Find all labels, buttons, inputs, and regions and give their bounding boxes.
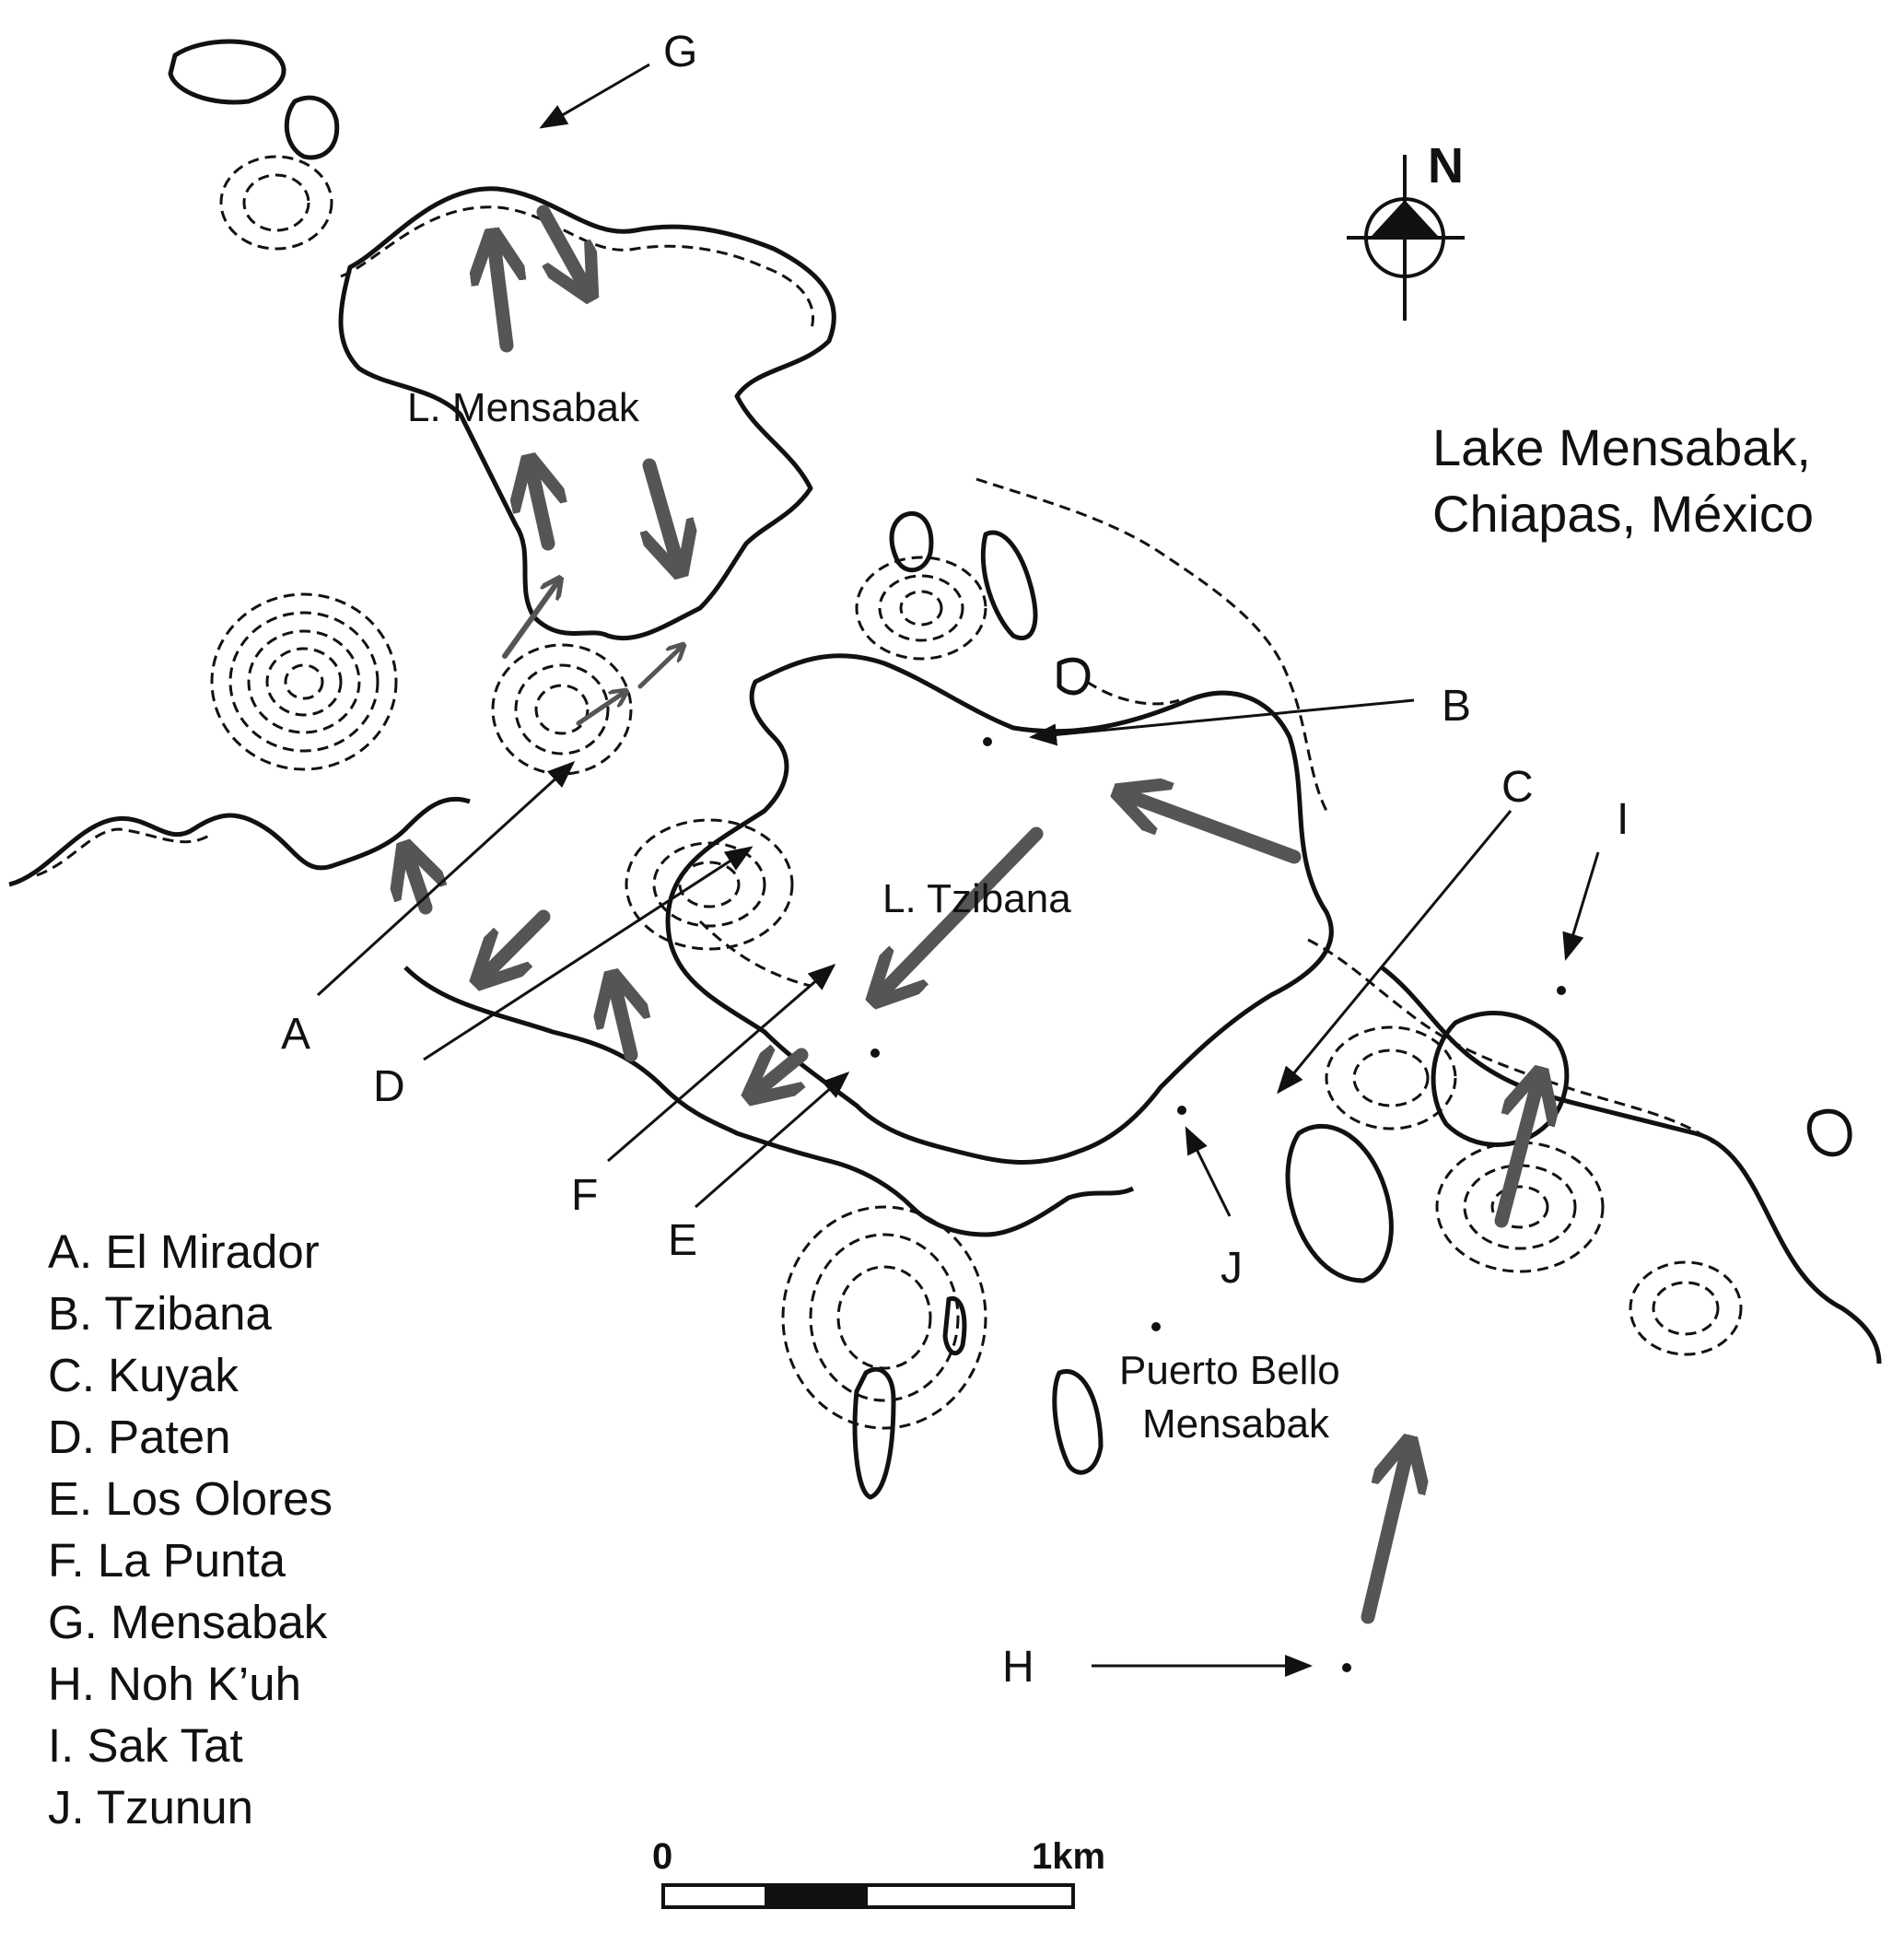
- site-point-j: [1177, 1106, 1186, 1115]
- site-letter-f: F: [571, 1171, 598, 1220]
- flow-arrow: [1361, 1442, 1409, 1624]
- site-letter-labels: A B C D E F G H I J: [281, 28, 1629, 1692]
- island-mid-3: [1057, 657, 1091, 696]
- island-s-2: [942, 1295, 967, 1356]
- flow-arrow: [1494, 1073, 1540, 1228]
- east-channel: [1380, 966, 1882, 1365]
- legend-item-e: E. Los Olores: [48, 1472, 333, 1525]
- lake-label-tzibana: L. Tzibana: [882, 876, 1071, 921]
- legend-item-g: G. Mensabak: [48, 1596, 328, 1648]
- flow-arrow: [613, 977, 631, 1062]
- flow-arrow: [502, 579, 560, 659]
- legend-item-j: J. Tzunun: [48, 1781, 254, 1833]
- site-point-i: [1557, 986, 1566, 995]
- island-far-se: [1806, 1108, 1852, 1157]
- flow-arrow: [1119, 792, 1302, 864]
- flow-arrow: [479, 909, 551, 981]
- legend-item-h: H. Noh K’uh: [48, 1658, 301, 1710]
- island-mid-2: [980, 530, 1038, 640]
- flow-arrow: [751, 1055, 809, 1096]
- flow-arrow: [405, 848, 426, 915]
- leader-a: [316, 760, 576, 997]
- scale-bar: [661, 1883, 1075, 1909]
- south-shore: [403, 966, 1135, 1237]
- site-point-h: [1342, 1663, 1351, 1672]
- legend-item-f: F. La Punta: [48, 1534, 286, 1587]
- leader-j: [1185, 1126, 1232, 1217]
- scale-end-label: 1km: [1032, 1836, 1105, 1877]
- site-legend: A. El Mirador B. Tzibana C. Kuyak D. Pat…: [48, 1221, 333, 1838]
- map-title-line2: Chiapas, México: [1432, 485, 1814, 543]
- terrain-contours: [36, 155, 1743, 1430]
- flow-arrow: [576, 691, 626, 726]
- north-pointer-icon: [1368, 200, 1442, 240]
- flow-arrow: [536, 205, 590, 295]
- leader-c: [1277, 810, 1513, 1095]
- island-s-1: [852, 1366, 896, 1500]
- flow-arrow: [493, 235, 507, 353]
- map-title-line1: Lake Mensabak,: [1432, 418, 1811, 476]
- leader-b: [1029, 698, 1415, 746]
- site-letter-i: I: [1617, 795, 1629, 844]
- flow-arrow: [875, 826, 1044, 1000]
- island-se-1: [1285, 1123, 1394, 1283]
- site-letter-e: E: [668, 1216, 697, 1265]
- legend-item-c: C. Kuyak: [48, 1349, 239, 1401]
- leader-g: [539, 63, 650, 129]
- legend-item-b: B. Tzibana: [48, 1287, 272, 1340]
- leader-e: [695, 1072, 850, 1209]
- site-points: [870, 737, 1566, 1672]
- leader-f: [607, 964, 836, 1163]
- leader-i: [1562, 851, 1600, 961]
- island-nw-1: [168, 39, 286, 105]
- north-label: N: [1428, 138, 1464, 193]
- site-point-e: [870, 1049, 880, 1058]
- flow-arrow: [637, 645, 683, 689]
- town-label-line1: Puerto Bello: [1119, 1348, 1340, 1393]
- site-point-town: [1151, 1322, 1161, 1331]
- lake-mensabak-shore: [338, 186, 836, 641]
- flow-arrow: [530, 461, 548, 551]
- site-letter-c: C: [1501, 763, 1534, 812]
- east-islands: [1431, 1011, 1570, 1147]
- leader-d: [423, 846, 753, 1061]
- island-s-3: [1052, 1369, 1104, 1475]
- site-point-b: [983, 737, 992, 746]
- island-nw-2: [284, 95, 340, 160]
- north-arrow: [1347, 155, 1465, 321]
- site-leaders: [316, 63, 1600, 1677]
- flow-arrow: [649, 458, 680, 571]
- legend-item-d: D. Paten: [48, 1411, 231, 1463]
- legend-item-i: I. Sak Tat: [48, 1719, 243, 1772]
- channel-west: [8, 796, 471, 887]
- island-mid-1: [889, 511, 934, 573]
- site-letter-h: H: [1002, 1643, 1034, 1692]
- site-letter-j: J: [1221, 1244, 1243, 1293]
- shorelines: [8, 39, 1882, 1500]
- legend-item-a: A. El Mirador: [48, 1225, 320, 1278]
- map-title: Lake Mensabak, Chiapas, México: [1432, 415, 1814, 547]
- site-letter-a: A: [281, 1010, 310, 1059]
- lake-label-mensabak: L. Mensabak: [407, 385, 640, 430]
- site-letter-d: D: [373, 1062, 405, 1111]
- site-letter-b: B: [1442, 682, 1471, 731]
- flow-arrows: [405, 205, 1540, 1624]
- scale-start-label: 0: [652, 1836, 672, 1877]
- site-letter-g: G: [663, 28, 697, 76]
- town-label-line2: Mensabak: [1142, 1401, 1330, 1447]
